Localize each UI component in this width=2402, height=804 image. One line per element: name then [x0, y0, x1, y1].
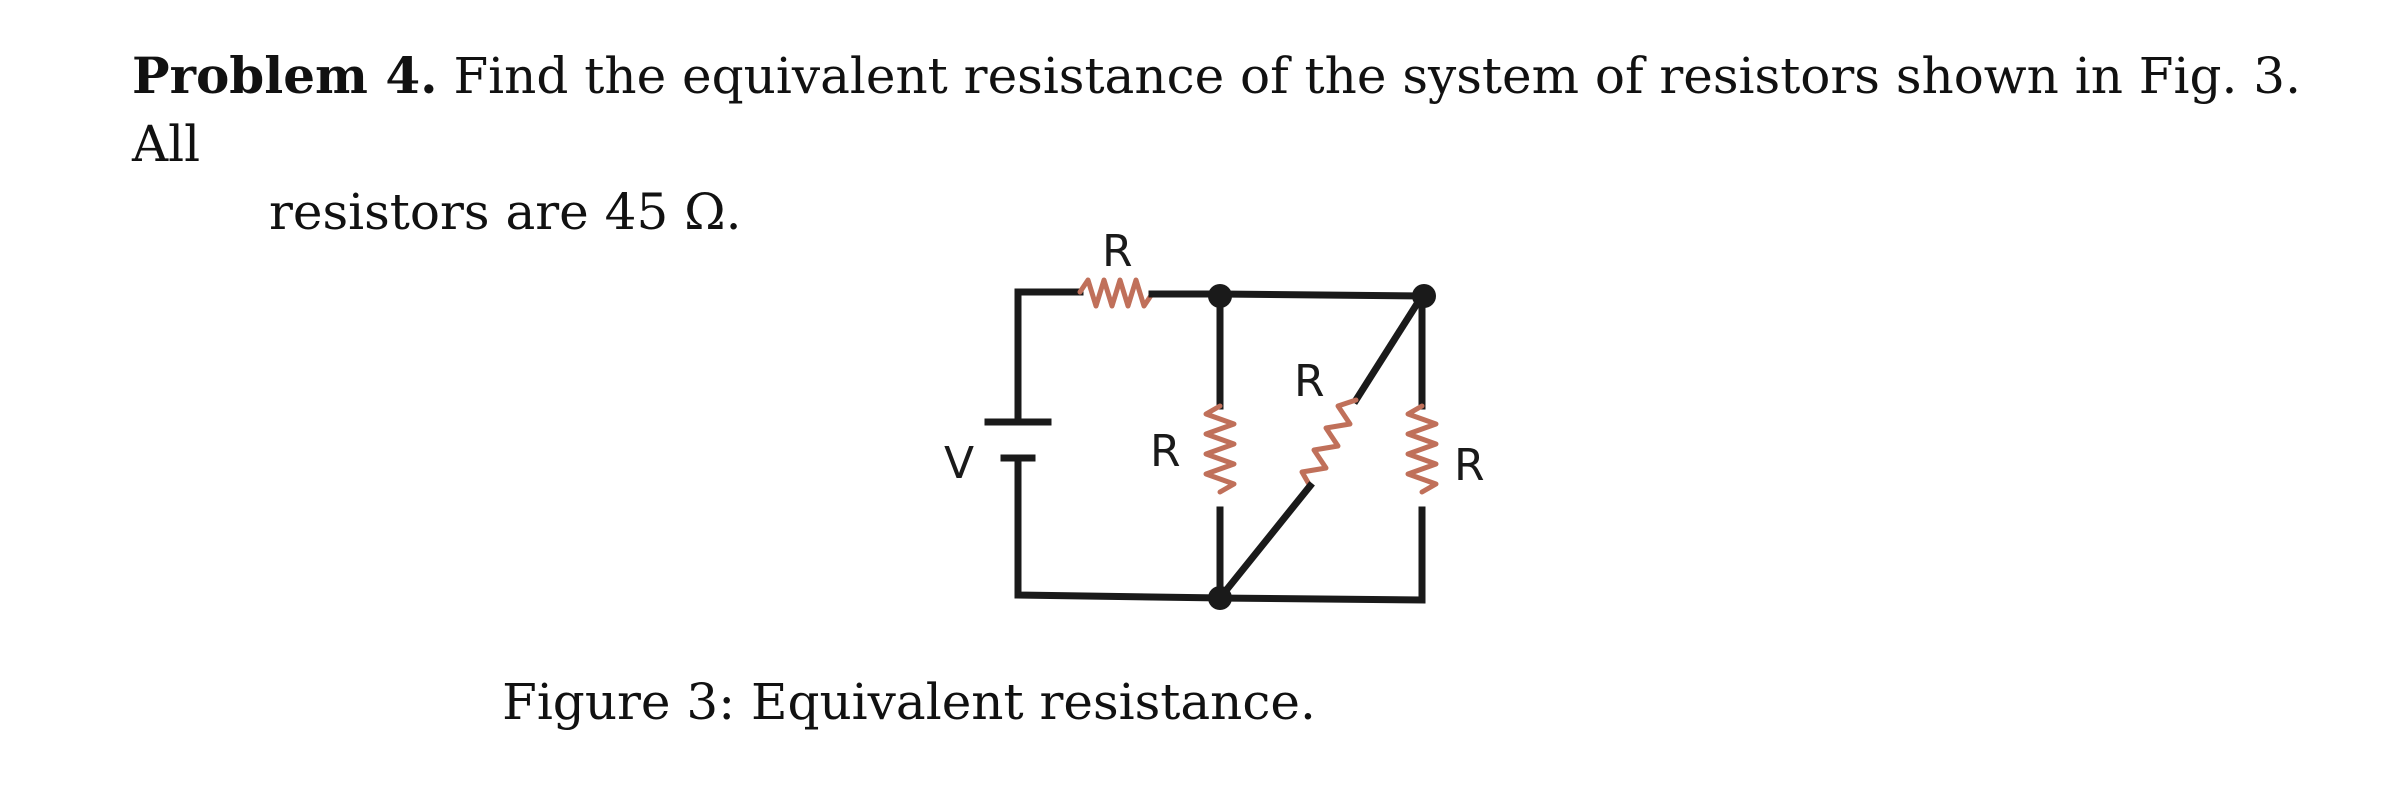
resistor-middle — [1203, 403, 1237, 495]
problem-text-line2: resistors are 45 Ω. — [269, 183, 742, 241]
node-bottom-middle — [1208, 586, 1232, 610]
problem-statement: Problem 4. Find the equivalent resistanc… — [132, 42, 2332, 246]
label-resistor-middle: R — [1150, 426, 1181, 477]
problem-label: Problem 4. — [132, 46, 438, 105]
wire-top-right — [1148, 290, 1426, 300]
problem-text-line1: Find the equivalent resistance of the sy… — [132, 47, 2301, 173]
label-resistor-right: R — [1454, 440, 1485, 491]
label-resistor-diagonal: R — [1294, 356, 1325, 407]
node-top-middle — [1208, 284, 1232, 308]
label-resistor-top: R — [1102, 226, 1133, 277]
resistor-diagonal — [1299, 397, 1359, 489]
resistor-right — [1405, 403, 1439, 495]
wire-left-bottom — [1014, 454, 1224, 602]
node-top-right — [1412, 284, 1436, 308]
wire-diagonal-bottom — [1215, 481, 1315, 603]
resistor-top — [1077, 277, 1155, 309]
figure-caption: Figure 3: Equivalent resistance. — [502, 673, 1316, 731]
wire-right-bottom — [1216, 506, 1426, 604]
wire-diagonal-top — [1351, 291, 1427, 405]
circuit-diagram: R R R R V — [944, 226, 1485, 610]
label-voltage: V — [944, 438, 974, 489]
